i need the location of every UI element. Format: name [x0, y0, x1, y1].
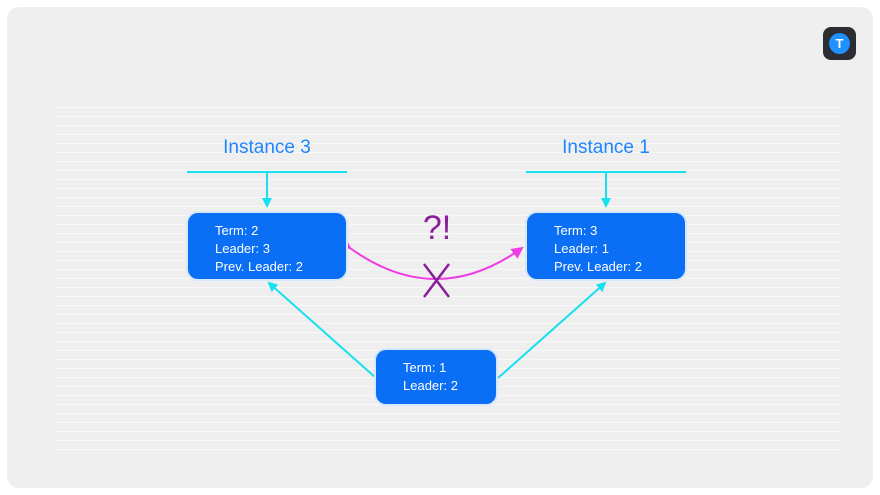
origin-to-instance-3-arrow — [267, 281, 377, 379]
diagram-canvas: T — [7, 7, 873, 488]
instance-3-node: Term: 2 Leader: 3 Prev. Leader: 2 — [186, 211, 348, 281]
cross-mark-stroke-2 — [423, 263, 450, 298]
instance-1-term: Term: 3 — [554, 223, 598, 238]
origin-to-instance-1-arrow — [497, 281, 607, 379]
instance-3-term: Term: 2 — [215, 223, 259, 238]
logo-t-icon: T — [829, 33, 850, 54]
instance-1-prev-leader: Prev. Leader: 2 — [554, 259, 642, 274]
conflict-arrow — [338, 237, 524, 280]
origin-leader: Leader: 2 — [403, 378, 458, 393]
instance-1-title: Instance 1 — [562, 137, 650, 158]
instance-1-node: Term: 3 Leader: 1 Prev. Leader: 2 — [525, 211, 687, 281]
conflict-symbol: ?! — [422, 209, 452, 247]
instance-3-leader: Leader: 3 — [215, 241, 270, 256]
origin-node: Term: 1 Leader: 2 — [374, 348, 498, 406]
instance-1-leader: Leader: 1 — [554, 241, 609, 256]
logo: T — [823, 27, 856, 60]
origin-term: Term: 1 — [403, 360, 447, 375]
instance-3-prev-leader: Prev. Leader: 2 — [215, 259, 303, 274]
instance-3-title: Instance 3 — [223, 137, 311, 158]
